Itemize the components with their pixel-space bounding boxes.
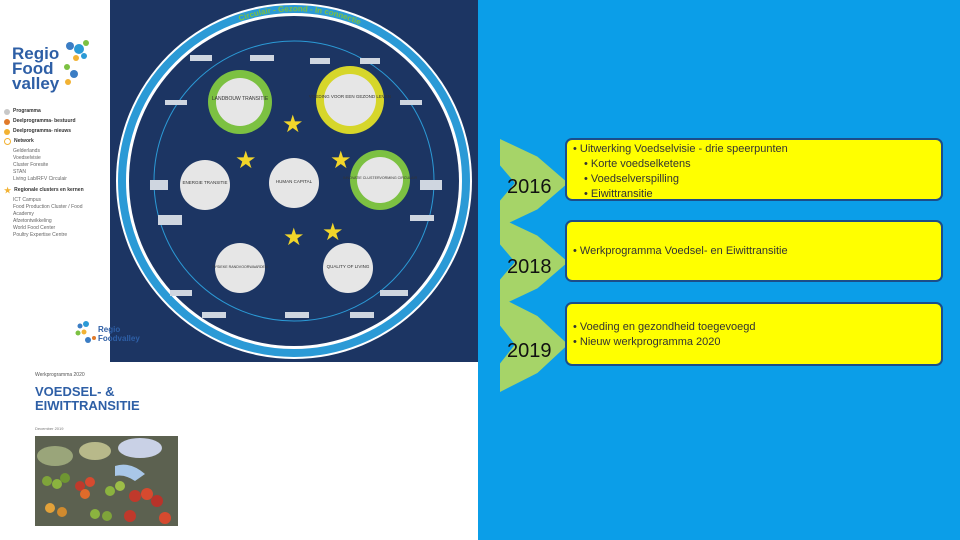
bullet-item: • Nieuw werkprogramma 2020 [573,336,721,348]
bullet-item: • Eiwittransitie [584,188,653,200]
node-label: INNOVATIE CLUSTERVORMING CIRCULAIR [343,176,417,180]
node-voeding: VOEDING VOOR EEN GEZOND LEVEN [309,66,391,134]
infographic-svg: LANDBOUW TRANSITIE VOEDING VOOR EEN GEZO… [116,3,472,359]
star-icon: ★ [283,224,305,251]
cluster-item: World Food Center [13,225,56,231]
bullet-item: • Uitwerking Voedselvisie - drie speerpu… [573,143,788,155]
legend-row: ★Regionale clusters en kernen [4,186,104,195]
legend-row: Programma [4,108,104,115]
node-quality: QUALITY OF LIVING [323,243,373,293]
cluster-item: ICT Campus [13,197,41,203]
star-icon: ★ [330,147,352,174]
bullet-item: • Korte voedselketens [584,158,691,170]
node-label: QUALITY OF LIVING [327,264,370,269]
legend-dot [4,128,10,135]
node-fysieke: FYSIEKE RANDVOORWAARDEN [212,243,268,293]
cluster-item: Poultry Expertise Centre [13,232,68,238]
network-item: Voedselvisie [13,155,41,161]
node-label: LANDBOUW TRANSITIE [212,96,269,102]
legend-label: Network [14,138,34,144]
regio-food-valley-logo [64,40,89,85]
doc-logo-text: Foodvalley [98,334,140,343]
year-label: 2016 [507,176,552,198]
doc-meta: Werkprogramma 2020 [35,372,85,378]
node-label: ENERGIE TRANSITIE [183,180,228,185]
doc-logo: Regio Foodvalley [75,321,140,343]
node-label: HUMAN CAPITAL [276,179,313,184]
star-icon: ★ [322,219,344,246]
cluster-item: Food Production Cluster / Food Academy [13,204,83,217]
star-icons: ★ ★ ★ ★ ★ [235,111,352,251]
doc-title: VOEDSEL- & EIWITTRANSITIE [35,385,140,413]
diagram-small-labels [150,55,442,318]
star-icon: ★ [4,186,12,195]
node-label: VOEDING VOOR EEN GEZOND LEVEN [309,94,391,99]
legend-label: Regionale clusters en kernen [14,187,84,193]
bullet-item: • Voedselverspilling [584,173,679,185]
year-label: 2018 [507,256,552,278]
timeline-box-2018: • Werkprogramma Voedsel- en Eiwittransit… [565,220,943,282]
doc-title-line: EIWITTRANSITIE [35,398,140,413]
doc-background [202,362,478,540]
cluster-item: Afzetontwikkeling [13,218,52,224]
legend-dot [4,138,11,145]
network-item: Living Lab/RFV Circulair [13,176,67,182]
legend-row: Network [4,138,104,145]
circular-infographic: LANDBOUW TRANSITIE VOEDING VOOR EEN GEZO… [110,0,478,362]
star-icon: ★ [282,111,304,138]
brochure-legend: Programma Deelprogramma- bestuurd Deelpr… [4,108,104,239]
year-label: 2019 [507,340,552,362]
network-item: Gelderlands [13,148,40,154]
brochure-image: Regio Food valley Programma Deelprogramm… [0,0,110,330]
doc-logo-text: Regio [98,325,120,334]
doc-date: December 2019 [35,426,64,431]
legend-label: Programma [13,108,41,114]
timeline-box-2019: • Voeding en gezondheid toegevoegd • Nie… [565,302,943,366]
legend-row: Deelprogramma- nieuws [4,128,104,135]
legend-dot [4,118,10,125]
timeline-box-2016: • Uitwerking Voedselvisie - drie speerpu… [565,138,943,201]
vegetable-photo [35,436,178,526]
doc-title-line: VOEDSEL- & [35,384,115,399]
bullet-item: • Voeding en gezondheid toegevoegd [573,321,756,333]
legend-label: Deelprogramma- nieuws [13,128,72,134]
vegetable-illustration [35,436,178,526]
node-innovatie: INNOVATIE CLUSTERVORMING CIRCULAIR [343,150,417,210]
network-item: Cluster Foresite [13,162,49,168]
logo-text: Regio Food valley [12,44,60,93]
node-label: FYSIEKE RANDVOORWAARDEN [212,265,268,269]
network-item: STAN [13,169,26,175]
legend-dot [4,108,10,115]
star-icon: ★ [235,147,257,174]
legend-row: Deelprogramma- bestuurd [4,118,104,125]
node-energie: ENERGIE TRANSITIE [180,160,230,210]
legend-label: Deelprogramma- bestuurd [13,118,76,124]
node-landbouw: LANDBOUW TRANSITIE [208,70,272,134]
bullet-item: • Werkprogramma Voedsel- en Eiwittransit… [573,245,788,257]
node-human-capital: HUMAN CAPITAL [269,158,319,208]
